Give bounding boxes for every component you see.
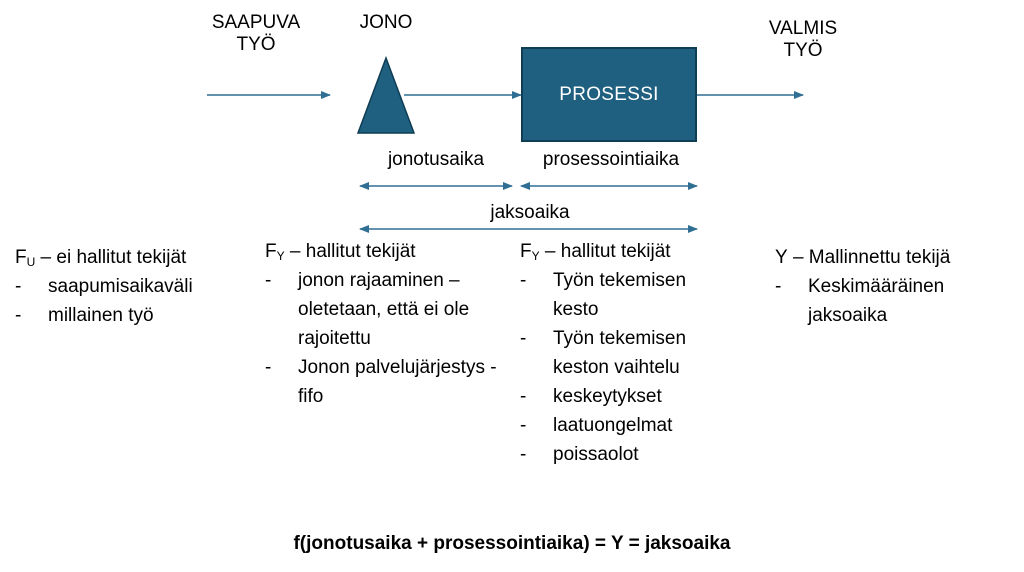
list-item: laatuongelmat: [520, 411, 760, 440]
done-label-line1: VALMIS: [768, 18, 838, 39]
list-item: Jonon palvelujärjestys - fifo: [265, 353, 498, 411]
done-label: VALMIS TYÖ: [743, 18, 863, 62]
factor-list: jonon rajaaminen – oletetaan, että ei ol…: [265, 266, 515, 411]
incoming-label: SAAPUVA TYÖ: [196, 12, 316, 56]
list-item: poissaolot: [520, 440, 760, 469]
queue-triangle: [356, 55, 416, 134]
process-box: PROSESSI: [521, 47, 697, 142]
incoming-label-line1: SAAPUVA: [211, 12, 301, 33]
cycle-time-label: jaksoaika: [490, 202, 570, 223]
process-label: PROSESSI: [559, 83, 659, 105]
factor-list: Työn tekemisen kesto Työn tekemisen kest…: [520, 266, 760, 469]
factor-column-uncontrolled: FU – ei hallitut tekijät saapumisaikaväl…: [15, 243, 255, 330]
factor-list: saapumisaikaväli millainen työ: [15, 272, 255, 330]
column-heading: Y – Mallinnettu tekijä: [775, 247, 951, 268]
incoming-label-line2: TYÖ: [236, 34, 276, 55]
list-item: Työn tekemisen kesto: [520, 266, 728, 324]
queue-label: JONO: [359, 12, 413, 33]
factor-column-process-controlled: FY – hallitut tekijät Työn tekemisen kes…: [520, 237, 760, 469]
list-item: Keskimääräinen jaksoaika: [775, 272, 983, 330]
formula: f(jonotusaika + prosessointiaika) = Y = …: [293, 533, 731, 554]
queue-time-label: jonotusaika: [387, 149, 485, 170]
column-heading: FU – ei hallitut tekijät: [15, 247, 187, 269]
list-item: keskeytykset: [520, 382, 760, 411]
list-item: saapumisaikaväli: [15, 272, 255, 301]
factor-column-modeled: Y – Mallinnettu tekijä Keskimääräinen ja…: [775, 243, 1015, 330]
factor-list: Keskimääräinen jaksoaika: [775, 272, 1015, 330]
list-item: Työn tekemisen keston vaihtelu: [520, 324, 728, 382]
column-heading: FY – hallitut tekijät: [520, 241, 671, 263]
list-item: millainen työ: [15, 301, 255, 330]
done-label-line2: TYÖ: [783, 40, 823, 61]
column-heading: FY – hallitut tekijät: [265, 241, 416, 263]
list-item: jonon rajaaminen – oletetaan, että ei ol…: [265, 266, 513, 353]
factor-column-queue-controlled: FY – hallitut tekijät jonon rajaaminen –…: [265, 237, 515, 411]
process-time-label: prosessointiaika: [542, 149, 680, 170]
